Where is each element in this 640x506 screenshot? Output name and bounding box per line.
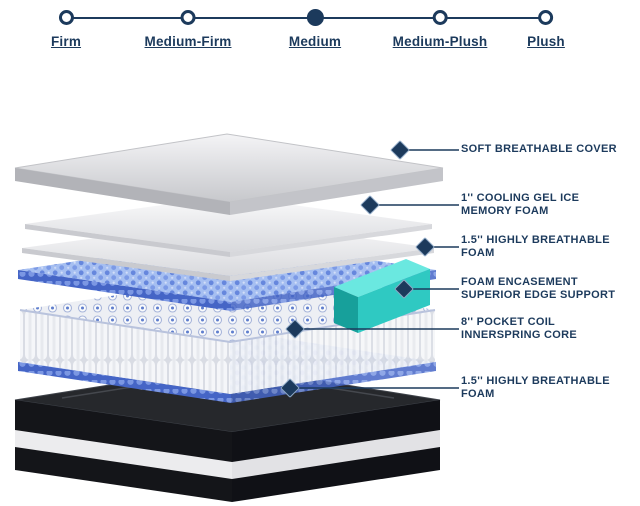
diamond-marker-icon — [415, 237, 435, 257]
firmness-dot-plush[interactable] — [538, 10, 554, 25]
callout-text-line1: FOAM ENCASEMENT — [461, 276, 578, 288]
layer-callout-pocket-coil-core: 8'' POCKET COIL INNERSPRING CORE — [461, 316, 638, 342]
layer-callout-soft-breathable-cover: SOFT BREATHABLE COVER — [461, 143, 638, 156]
firmness-dot-medium-plush[interactable] — [432, 10, 448, 25]
callout-diamond-markers — [280, 140, 435, 398]
callout-text-line2: INNERSPRING CORE — [461, 329, 578, 341]
firmness-scale-track — [66, 17, 546, 19]
diamond-marker-icon — [390, 140, 410, 160]
firmness-dot-medium-firm[interactable] — [180, 10, 196, 25]
base-foundation-layer — [14, 365, 441, 502]
firmness-label-medium[interactable]: Medium — [288, 34, 342, 49]
firmness-stop-medium-selected[interactable]: Medium — [288, 9, 342, 49]
firmness-stop-firm[interactable]: Firm — [51, 10, 81, 49]
firmness-label-firm[interactable]: Firm — [50, 34, 82, 49]
callout-text-line2: FOAM — [461, 247, 495, 259]
diamond-marker-icon — [280, 378, 300, 398]
base-trim-band — [232, 430, 440, 479]
firmness-dot-medium[interactable] — [306, 9, 324, 26]
diamond-marker-icon — [394, 279, 414, 299]
callout-text-line2: FOAM — [461, 388, 495, 400]
diamond-marker-icon — [285, 319, 305, 339]
soft-breathable-cover-layer — [14, 133, 444, 215]
firmness-label-medium-firm[interactable]: Medium-Firm — [144, 34, 232, 49]
foam-encasement-block — [334, 259, 430, 333]
layer-callout-breathable-foam-bottom: 1.5'' HIGHLY BREATHABLE FOAM — [461, 375, 638, 401]
callout-text-line1: 1'' COOLING GEL ICE — [461, 192, 580, 204]
base-trim-band — [15, 430, 232, 479]
memory-foam-sheet-layer-upper — [25, 196, 432, 257]
diamond-marker-icon — [360, 195, 380, 215]
firmness-stop-medium-firm[interactable]: Medium-Firm — [145, 10, 232, 49]
layer-callout-foam-encasement: FOAM ENCASEMENT SUPERIOR EDGE SUPPORT — [461, 276, 638, 302]
firmness-dot-firm[interactable] — [58, 10, 74, 25]
callout-text-line1: 1.5'' HIGHLY BREATHABLE — [461, 234, 610, 246]
layer-callout-breathable-foam-top: 1.5'' HIGHLY BREATHABLE FOAM — [461, 234, 638, 260]
firmness-label-medium-plush[interactable]: Medium-Plush — [392, 34, 488, 49]
layer-callout-cooling-gel-memory-foam: 1'' COOLING GEL ICE MEMORY FOAM — [461, 192, 638, 218]
mattress-exploded-illustration — [14, 133, 459, 502]
firmness-label-plush[interactable]: Plush — [527, 34, 565, 49]
callout-text-line1: SOFT BREATHABLE COVER — [461, 143, 617, 155]
firmness-stop-medium-plush[interactable]: Medium-Plush — [393, 10, 488, 49]
callout-text-line2: MEMORY FOAM — [461, 205, 549, 217]
firmness-stop-plush[interactable]: Plush — [527, 10, 565, 49]
callout-text-line2: SUPERIOR EDGE SUPPORT — [461, 289, 616, 301]
callout-text-line1: 8'' POCKET COIL — [461, 316, 556, 328]
callout-text-line1: 1.5'' HIGHLY BREATHABLE — [461, 375, 610, 387]
